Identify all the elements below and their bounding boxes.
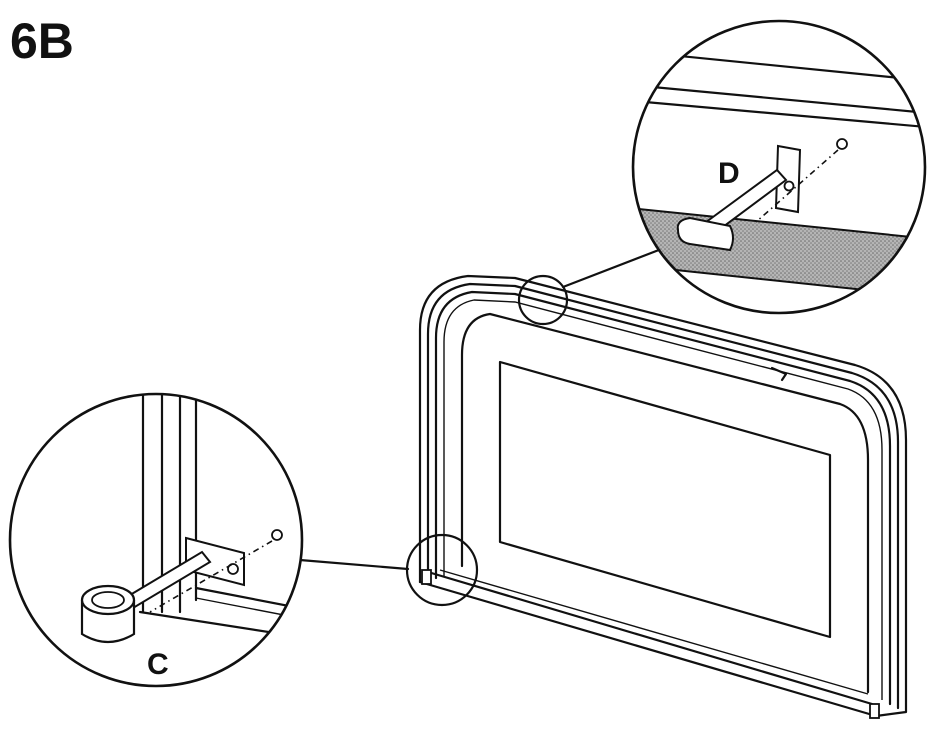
door-window xyxy=(498,360,832,639)
detail-c xyxy=(8,392,304,688)
detail-d-marker xyxy=(517,274,569,326)
callout-c-label: C xyxy=(147,648,169,681)
callout-d-label: D xyxy=(718,157,740,190)
leader-line-d xyxy=(561,246,666,289)
step-label: 6B xyxy=(10,13,74,69)
door-frame xyxy=(418,274,908,719)
detail-d xyxy=(631,19,927,315)
leader-line-c xyxy=(298,558,410,571)
